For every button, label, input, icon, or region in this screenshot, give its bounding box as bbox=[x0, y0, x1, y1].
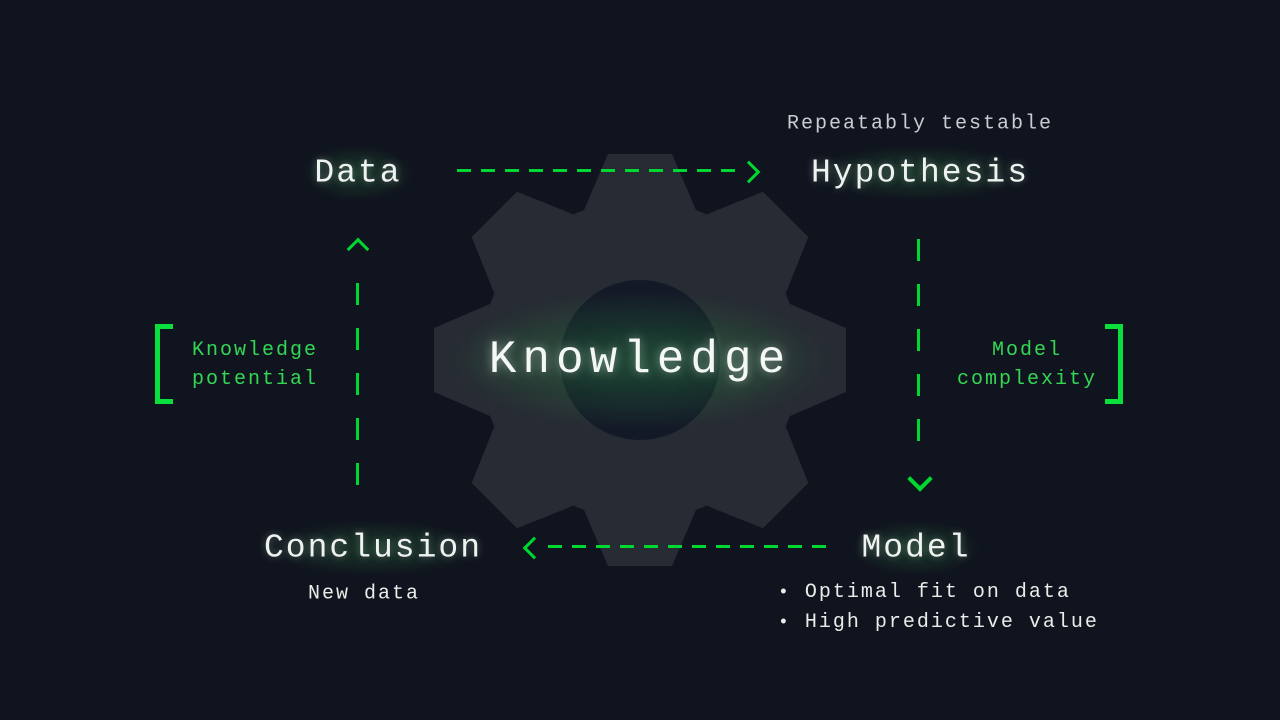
node-hypothesis: Hypothesis bbox=[784, 138, 1056, 208]
arrow-model-to-conclusion bbox=[548, 545, 836, 548]
line-hypothesis-to-model bbox=[917, 239, 920, 446]
left-bracket-icon bbox=[155, 324, 173, 404]
model-bullet-2: High predictive value bbox=[778, 608, 1099, 638]
conclusion-note: New data bbox=[307, 582, 421, 606]
node-conclusion: Conclusion bbox=[237, 513, 509, 583]
model-bullet-list: Optimal fit on data High predictive valu… bbox=[778, 578, 1099, 638]
node-data: Data bbox=[288, 138, 428, 208]
model-complexity-label: Model complexity bbox=[957, 336, 1097, 394]
center-green-glow bbox=[385, 268, 895, 453]
knowledge-potential-line1: Knowledge bbox=[192, 339, 319, 362]
arrow-data-to-hypothesis bbox=[457, 169, 741, 172]
model-bullet-1: Optimal fit on data bbox=[778, 578, 1099, 608]
knowledge-potential-label: Knowledge potential bbox=[192, 336, 318, 394]
line-conclusion-to-data bbox=[356, 283, 359, 488]
hypothesis-note: Repeatably testable bbox=[786, 112, 1054, 136]
model-complexity-line2: complexity bbox=[956, 368, 1098, 391]
right-bracket-icon bbox=[1105, 324, 1123, 404]
node-model: Model bbox=[835, 513, 997, 583]
model-complexity-line1: Model bbox=[991, 339, 1062, 362]
knowledge-potential-line2: potential bbox=[192, 368, 319, 391]
knowledge-title: Knowledge bbox=[488, 334, 792, 386]
